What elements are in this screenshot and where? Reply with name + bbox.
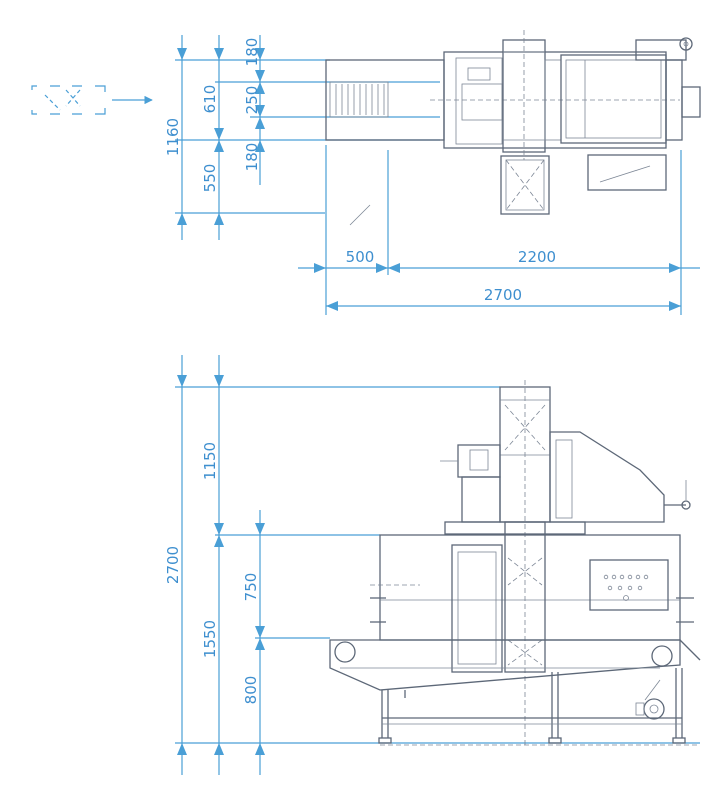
top-view-dimensions	[175, 35, 700, 315]
dim-side-h800: 800	[242, 676, 260, 705]
dim-h610: 610	[201, 85, 219, 114]
infeed-rollers	[335, 84, 385, 115]
side-view-dimensions	[175, 355, 700, 775]
side-view-dim-labels: 2700 1150 750 1550 800	[164, 442, 260, 704]
dim-w2200: 2200	[518, 248, 556, 266]
dim-side-h1550: 1550	[201, 620, 219, 658]
dim-h1160: 1160	[164, 118, 182, 156]
control-panel-buttons-icon	[603, 574, 649, 601]
top-view-machine	[325, 30, 701, 226]
dim-w2700: 2700	[484, 286, 522, 304]
drive-motor-icon	[635, 679, 665, 720]
dim-w500: 500	[346, 248, 375, 266]
flow-direction-arrow-icon	[31, 85, 153, 115]
dim-side-h750: 750	[242, 573, 260, 602]
side-view-machine	[329, 380, 701, 746]
dim-h250: 250	[243, 86, 261, 115]
dim-h180-top: 180	[243, 38, 261, 67]
dim-side-h2700: 2700	[164, 546, 182, 584]
dim-h180-bottom: 180	[243, 143, 261, 172]
control-panel	[589, 559, 669, 611]
top-view-dim-labels: 180 610 250 1160 550 180 500 2200 2700	[164, 38, 556, 304]
dim-h550: 550	[201, 164, 219, 193]
dim-side-h1150: 1150	[201, 442, 219, 480]
